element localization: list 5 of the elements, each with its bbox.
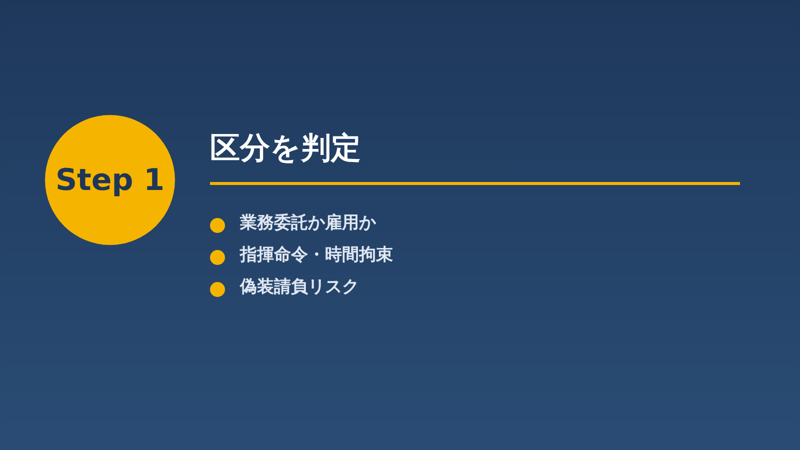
bullet-text: 指揮命令・時間拘束	[240, 244, 393, 266]
step-circle: Step 1	[45, 115, 175, 245]
slide-title: 区分を判定	[210, 130, 361, 168]
bullet-text: 業務委託か雇用か	[240, 212, 376, 234]
bullet-text: 偽装請負リスク	[240, 276, 359, 298]
